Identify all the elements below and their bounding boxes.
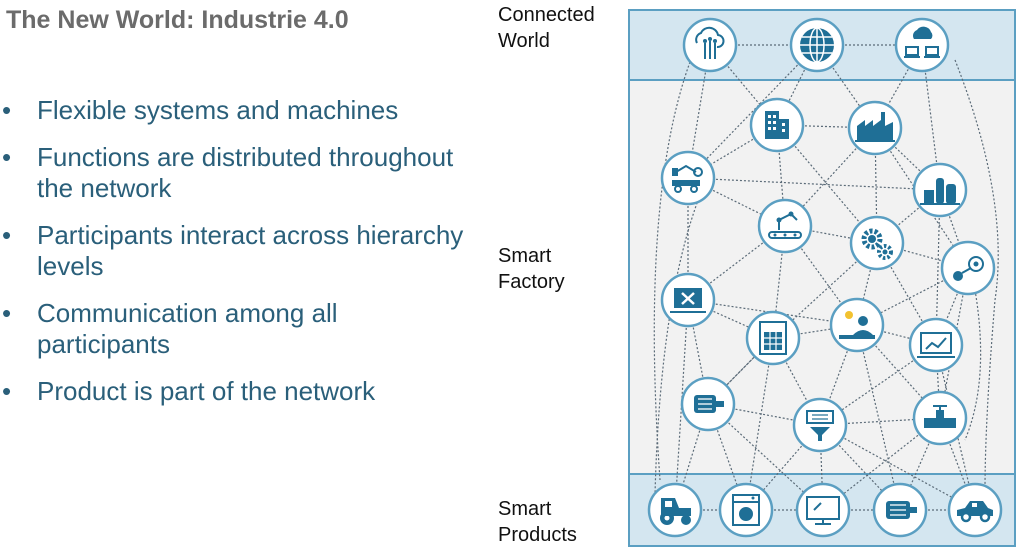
network-link [745,337,774,511]
valve-icon-glyph [924,405,956,428]
tools-laptop-icon-glyph [670,288,706,313]
bullet-icon: • [2,298,12,328]
washing-machine-icon-glyph [732,494,760,526]
network-link [874,127,941,191]
page-title: The New World: Industrie 4.0 [6,6,349,34]
zone-label-connected-world: Connected World [498,4,595,52]
spreadsheet-icon [745,310,801,366]
network-link [874,127,878,244]
chart-laptop-icon [908,317,964,373]
bullet-item: • Functions are distributed throughout th… [0,142,470,204]
filter-icon [792,397,848,453]
engineer-idea-icon [829,297,885,353]
product-motor-icon-glyph [886,501,917,519]
robot-cart-icon [660,150,716,206]
steam-icon-glyph [953,256,984,281]
node-circle [795,482,851,538]
factory-icon-glyph [855,112,895,142]
bullet-item: • Product is part of the network [0,376,470,407]
network-link [776,44,818,126]
car-icon-glyph [957,501,993,523]
network-link [687,44,818,179]
washing-machine-icon [718,482,774,538]
bullet-text: Functions are distributed throughout the… [37,142,454,203]
bullet-text: Product is part of the network [37,376,376,406]
zone-label-smart-factory: Smart Factory [498,245,565,293]
zone-label-smart-products: Smart Products [498,498,577,546]
gears-icon [849,215,905,271]
network-link [954,59,999,491]
monitor-icon [795,482,851,538]
valve-icon [912,390,968,446]
node-circle [660,150,716,206]
office-building-icon-glyph [765,111,789,139]
network-link [819,424,976,511]
robot-arm-conveyor-icon [757,198,813,254]
bullet-item: • Flexible systems and machines [0,95,470,126]
cloud-circuit-icon [682,17,738,73]
engineer-idea-icon-glyph [839,311,875,339]
bullet-icon: • [2,142,12,172]
bullet-icon: • [2,220,12,250]
cloud-laptops-icon-glyph [904,26,940,58]
gears-icon-glyph [861,228,893,260]
bullet-item: • Communication among all participants [0,298,470,360]
network-nodes [647,17,1003,538]
cloud-laptops-icon [894,17,950,73]
cloud-circuit-icon-glyph [695,26,725,59]
node-circle [792,397,848,453]
bullet-icon: • [2,376,12,406]
bullet-icon: • [2,95,12,125]
node-circle [940,240,996,296]
spreadsheet-icon-glyph [759,321,787,355]
office-building-icon [749,97,805,153]
product-motor-icon [872,482,928,538]
network-link [653,61,691,481]
network-link [707,403,821,426]
node-circle [757,198,813,254]
globe-icon-glyph [800,27,834,63]
bullet-list: • Flexible systems and machines • Function… [0,95,470,423]
globe-icon [789,17,845,73]
motor-icon [680,376,736,432]
network-outer-links [653,59,999,496]
steam-icon [940,240,996,296]
robot-cart-icon-glyph [672,164,703,193]
network-link [964,289,982,441]
filter-icon-glyph [806,410,834,441]
robot-arm-conveyor-icon-glyph [768,211,802,239]
tractor-icon [647,482,703,538]
tools-laptop-icon [660,272,716,328]
bullet-text: Flexible systems and machines [37,95,399,125]
factory-icon [847,100,903,156]
node-circle [829,297,885,353]
node-circle [894,17,950,73]
car-icon [947,482,1003,538]
monitor-icon-glyph [806,496,840,525]
chemical-plant-icon-glyph [920,178,960,205]
bullet-item: • Participants interact across hierarchy … [0,220,470,282]
motor-icon-glyph [694,395,724,413]
bullet-text: Communication among all participants [37,298,338,359]
chemical-plant-icon [912,162,968,218]
tractor-icon-glyph [660,498,691,525]
chart-laptop-icon-glyph [917,332,955,358]
bullet-text: Participants interact across hierarchy l… [37,220,464,281]
